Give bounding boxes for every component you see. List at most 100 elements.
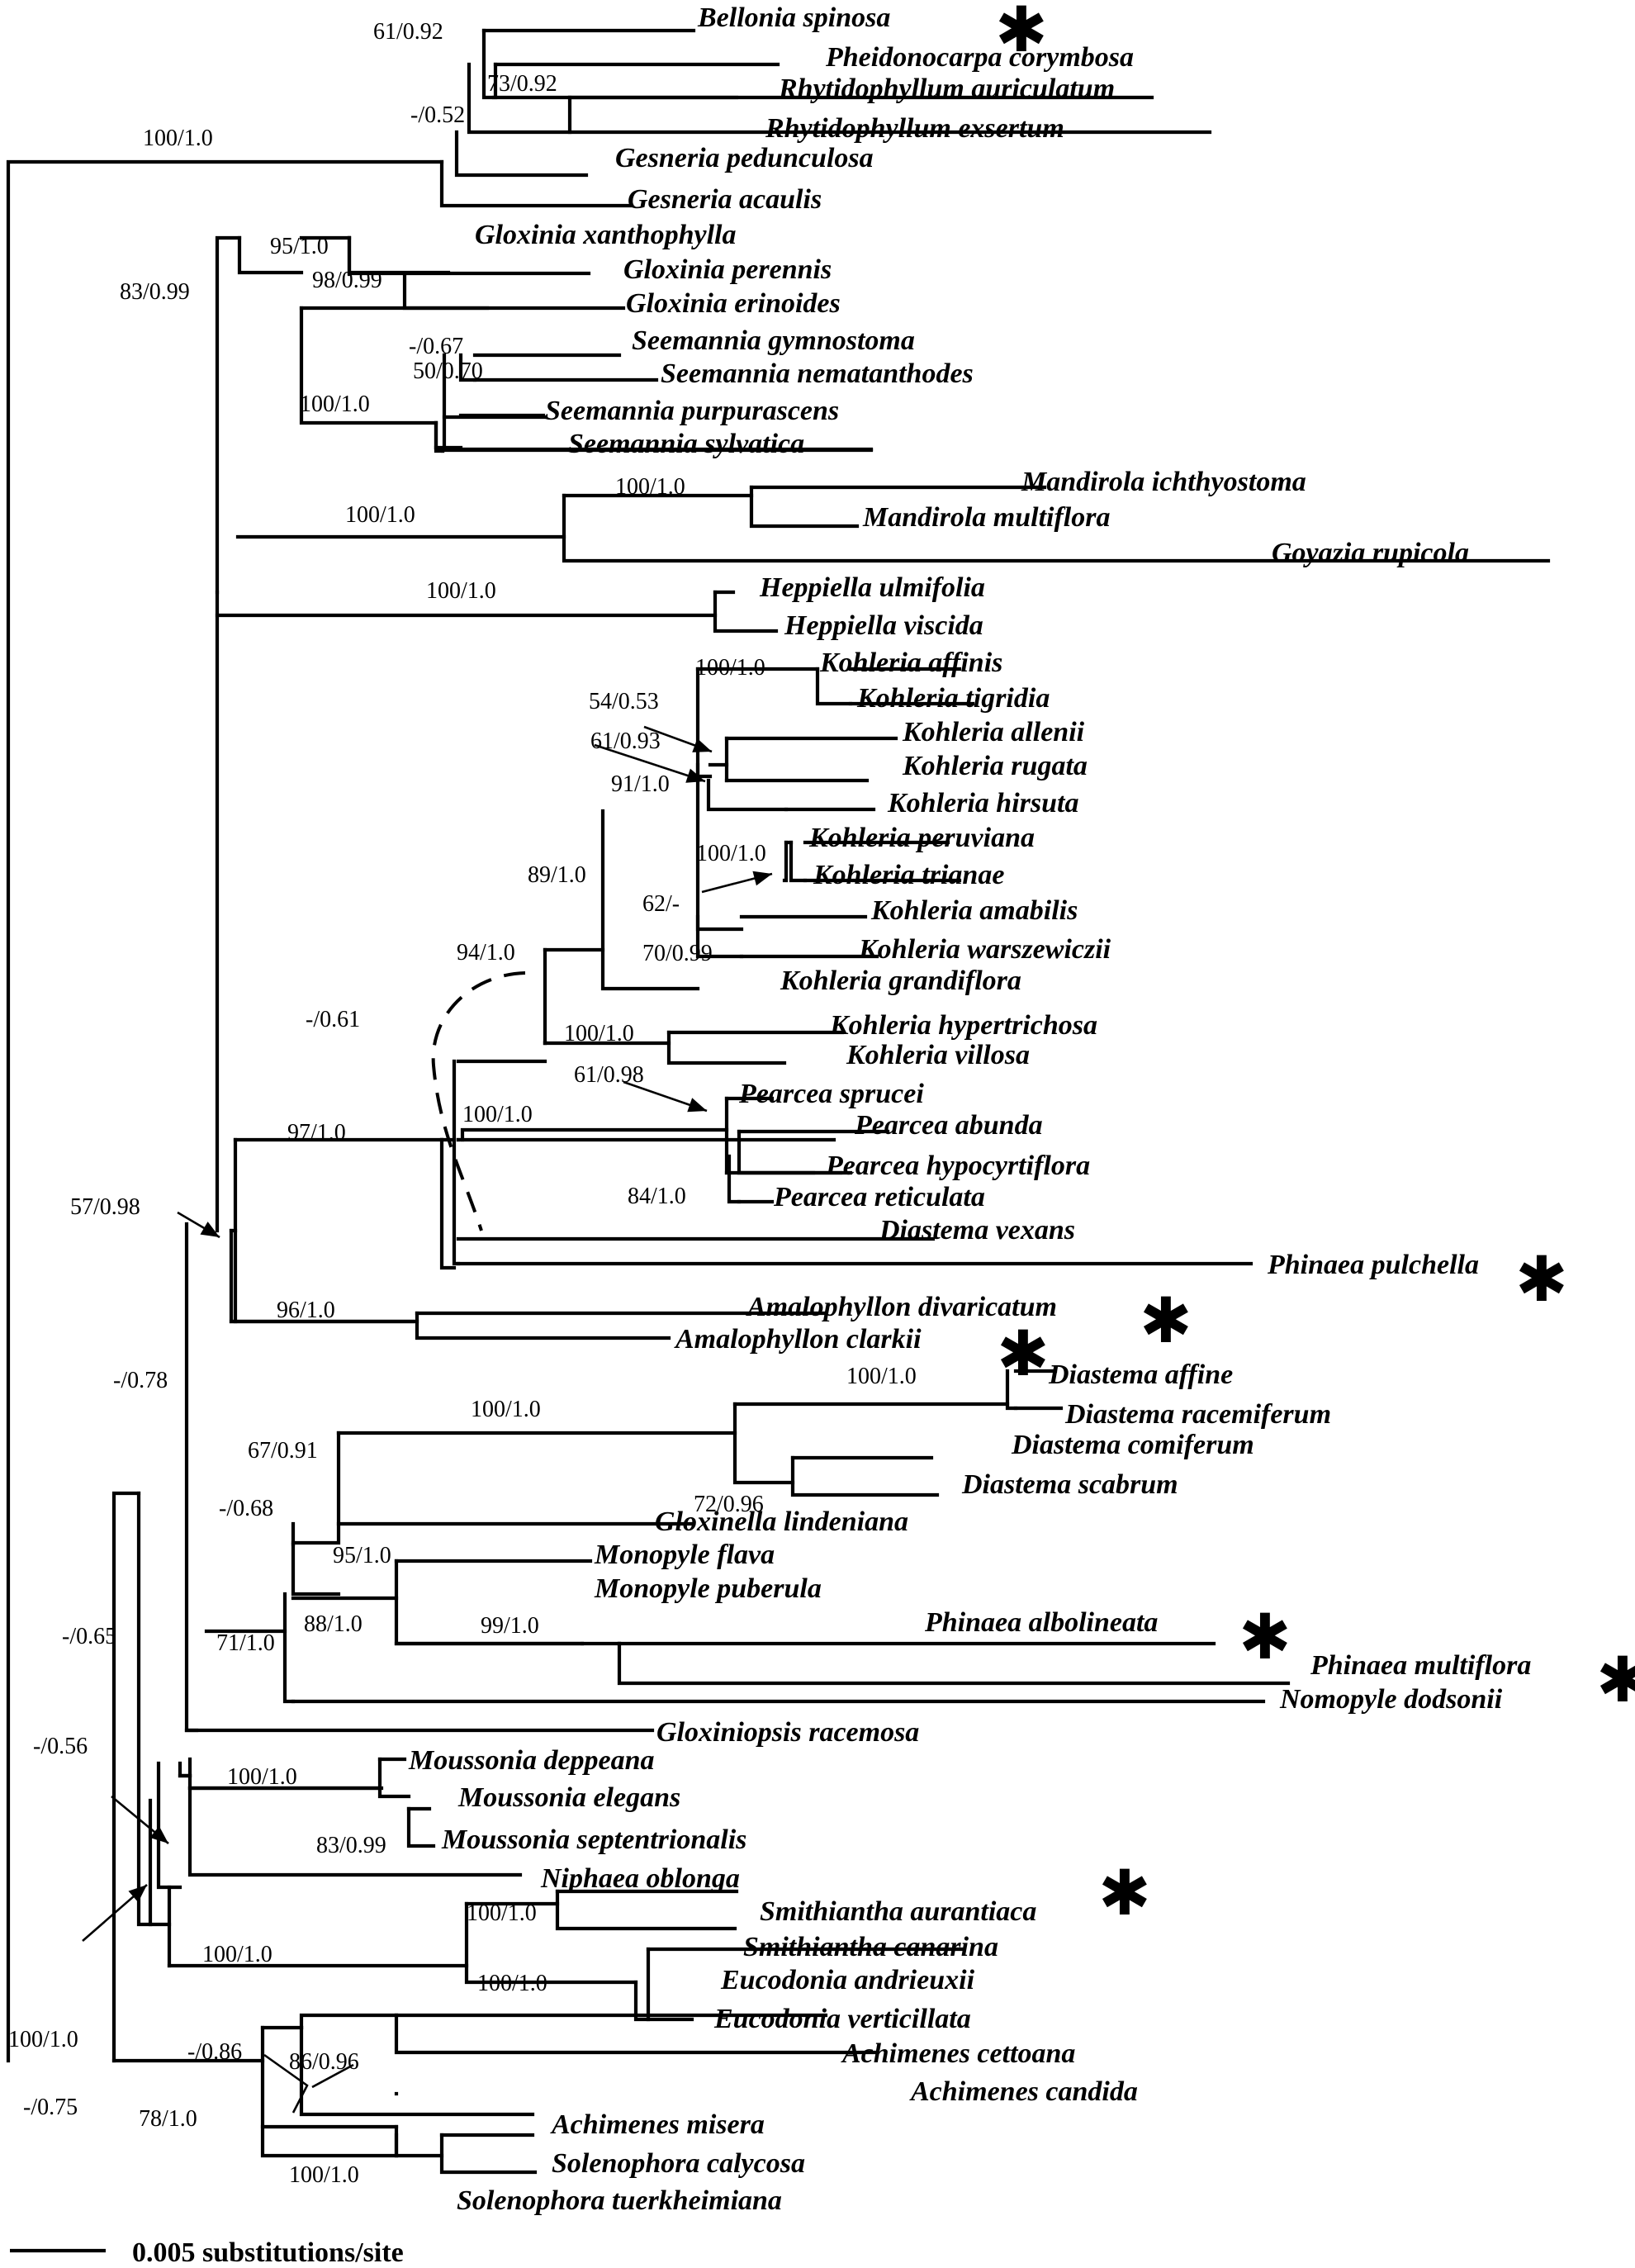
tree-branch [415,1311,671,1340]
tree-branch [187,1786,523,1877]
asterisk-icon: ✱ [1596,1643,1635,1716]
support-value: 54/0.53 [589,689,659,714]
asterisk-icon: ✱ [997,1317,1050,1390]
support-value: 100/1.0 [8,2027,78,2052]
tree-branch [633,1980,651,2022]
taxon-label: Amalophyllon clarkii [674,1324,922,1355]
tree-branch [458,353,477,382]
tree-branch [600,809,700,991]
tree-branch [439,2133,538,2175]
tree-branch [464,1901,638,1985]
support-value: -/0.86 [187,2039,242,2065]
scale-bar: 0.005 substitutions/site [10,2237,404,2268]
asterisk-icon: ✱ [1239,1600,1291,1673]
tree-branch [815,667,853,706]
taxon-label: Kohleria hirsuta [887,788,1078,818]
taxon-label: Rhytidophyllum exsertum [765,113,1064,144]
support-value: 100/1.0 [695,655,765,681]
support-value: 100/1.0 [846,1364,917,1389]
tree-branch [434,420,445,453]
taxon-label: Mandirola multiflora [862,502,1110,533]
tree-branch [394,2133,444,2158]
taxon-label: Gloxinia xanthophylla [475,220,736,250]
support-value: 89/1.0 [528,862,586,888]
tree-branch [727,1154,742,1204]
support-value: 73/0.92 [487,71,557,97]
tree-branches [6,28,1551,2175]
tree-branch [291,1431,341,1545]
support-values: 61/0.9273/0.92-/0.52100/1.095/1.098/0.99… [8,19,917,2188]
support-value: 100/1.0 [202,1942,272,1967]
tree-branch [713,590,779,633]
support-value: 100/1.0 [471,1397,541,1422]
tree-branch [184,1222,199,1733]
tree-branch [724,736,870,783]
support-value: 83/0.99 [120,279,190,305]
tree-branch [567,95,1212,135]
taxon-label: Pearcea sprucei [738,1079,924,1109]
asterisk-icon: ✱ [1098,1856,1151,1929]
taxon-label: Kohleria amabilis [870,895,1078,926]
taxon-label: Seemannia nematanthodes [661,358,974,389]
taxon-label: Solenophora calycosa [552,2148,805,2179]
tree-branch [394,2013,878,2055]
taxon-label: Gloxinia erinoides [626,288,841,319]
taxon-label: Moussonia elegans [457,1782,680,1813]
tree-branch [617,1641,1291,1686]
asterisk-icon: ✱ [995,0,1048,66]
taxon-label: Solenophora tuerkheimiana [457,2185,782,2216]
support-value: 62/- [642,891,680,917]
arrow-head [128,1885,147,1903]
support-value: -/0.61 [306,1007,360,1032]
tree-branch [732,1402,795,1485]
taxon-label: Gesneria acaulis [628,184,822,215]
support-value: 98/0.99 [312,268,382,293]
taxon-label: Nomopyle dodsonii [1279,1684,1503,1715]
asterisk-icon: ✱ [1140,1283,1192,1357]
taxon-label: Pearcea abunda [854,1110,1043,1141]
taxon-label: Smithiantha canarina [743,1932,998,1962]
support-value: -/0.52 [410,102,465,128]
arrow-head [685,768,705,783]
arrow-head [752,871,772,886]
support-value: 50/0.70 [413,358,483,384]
asterisk-icon: ✱ [1515,1242,1568,1316]
tree-branch [406,1806,436,1848]
tree-branch [749,485,860,529]
taxon-label: Amalophyllon divaricatum [746,1292,1057,1322]
taxon-label: Monopyle puberula [594,1573,822,1604]
support-value: 70/0.99 [642,941,713,966]
taxon-label: Kohleria affinis [819,648,1002,678]
support-value: 96/1.0 [277,1298,335,1323]
support-value: -/0.56 [33,1734,88,1759]
taxon-label: Mandirola ichthyostoma [1021,467,1306,497]
tree-branch [491,62,498,100]
taxon-label: Achimenes cettoana [841,2038,1075,2069]
taxon-label: Kohleria hypertrichosa [829,1010,1097,1041]
support-value: 99/1.0 [481,1613,539,1639]
scale-bar-label: 0.005 substitutions/site [132,2237,404,2268]
arrow-head [687,1098,707,1113]
taxon-label: Pheidonocarpa corymbosa [825,42,1134,73]
support-value: 72/0.96 [694,1492,764,1517]
taxon-label: Bellonia spinosa [697,2,890,33]
taxon-label: Gesneria pedunculosa [615,143,874,173]
support-value: 95/1.0 [270,234,329,259]
support-value: 91/1.0 [611,771,670,797]
tree-branch [1005,1369,1018,1411]
taxon-label: Diastema racemiferum [1064,1399,1331,1430]
tree-branch [299,306,438,425]
support-value: 94/1.0 [457,940,515,966]
tree-branch [299,2025,535,2117]
support-value: 100/1.0 [300,391,370,417]
tree-branch [291,1542,341,1597]
tree-branch [260,2025,399,2158]
tree-branch [737,1129,816,1175]
taxon-label: Heppiella ulmifolia [759,572,985,603]
support-value: -/0.78 [113,1368,168,1393]
support-value: 100/1.0 [615,474,685,500]
support-value: 57/0.98 [70,1194,140,1220]
taxon-label: Kohleria grandiflora [780,966,1021,996]
tree-branch [299,2013,399,2030]
